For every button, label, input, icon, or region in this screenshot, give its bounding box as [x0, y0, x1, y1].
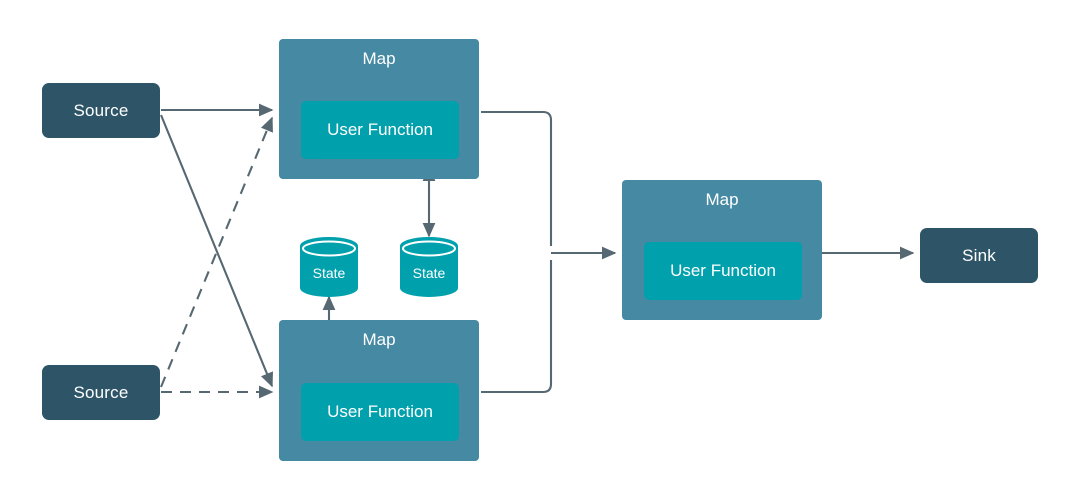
state-right-node[interactable]: State — [398, 236, 460, 298]
sink-label: Sink — [962, 245, 996, 265]
source-top-node[interactable]: Source — [42, 83, 160, 138]
edge-source-top-to-map-bottom — [160, 114, 273, 388]
map-top-user-function-label: User Function — [327, 120, 433, 139]
source-bottom-node[interactable]: Source — [42, 365, 160, 420]
map-right-user-function-label: User Function — [670, 261, 776, 280]
edge-source-bottom-to-map-top — [160, 116, 273, 388]
sink-node[interactable]: Sink — [920, 228, 1038, 283]
edge-map-top-to-junction — [481, 110, 553, 246]
map-top-title: Map — [362, 49, 396, 68]
database-cylinder-icon — [300, 237, 358, 297]
map-bottom-user-function-label: User Function — [327, 402, 433, 421]
map-right-title: Map — [705, 190, 739, 209]
state-left-node[interactable]: State — [298, 236, 360, 298]
map-bottom-node[interactable]: Map User Function — [279, 320, 479, 461]
map-bottom-user-function[interactable]: User Function — [301, 383, 459, 441]
map-top-node[interactable]: Map User Function — [279, 39, 479, 179]
edge-map-bottom-to-junction — [481, 260, 553, 394]
database-cylinder-icon — [400, 237, 458, 297]
map-right-user-function[interactable]: User Function — [644, 242, 802, 300]
map-top-user-function[interactable]: User Function — [301, 101, 459, 159]
map-bottom-title: Map — [362, 330, 396, 349]
source-top-label: Source — [73, 100, 129, 120]
map-right-node[interactable]: Map User Function — [622, 180, 822, 320]
source-bottom-label: Source — [73, 382, 129, 402]
